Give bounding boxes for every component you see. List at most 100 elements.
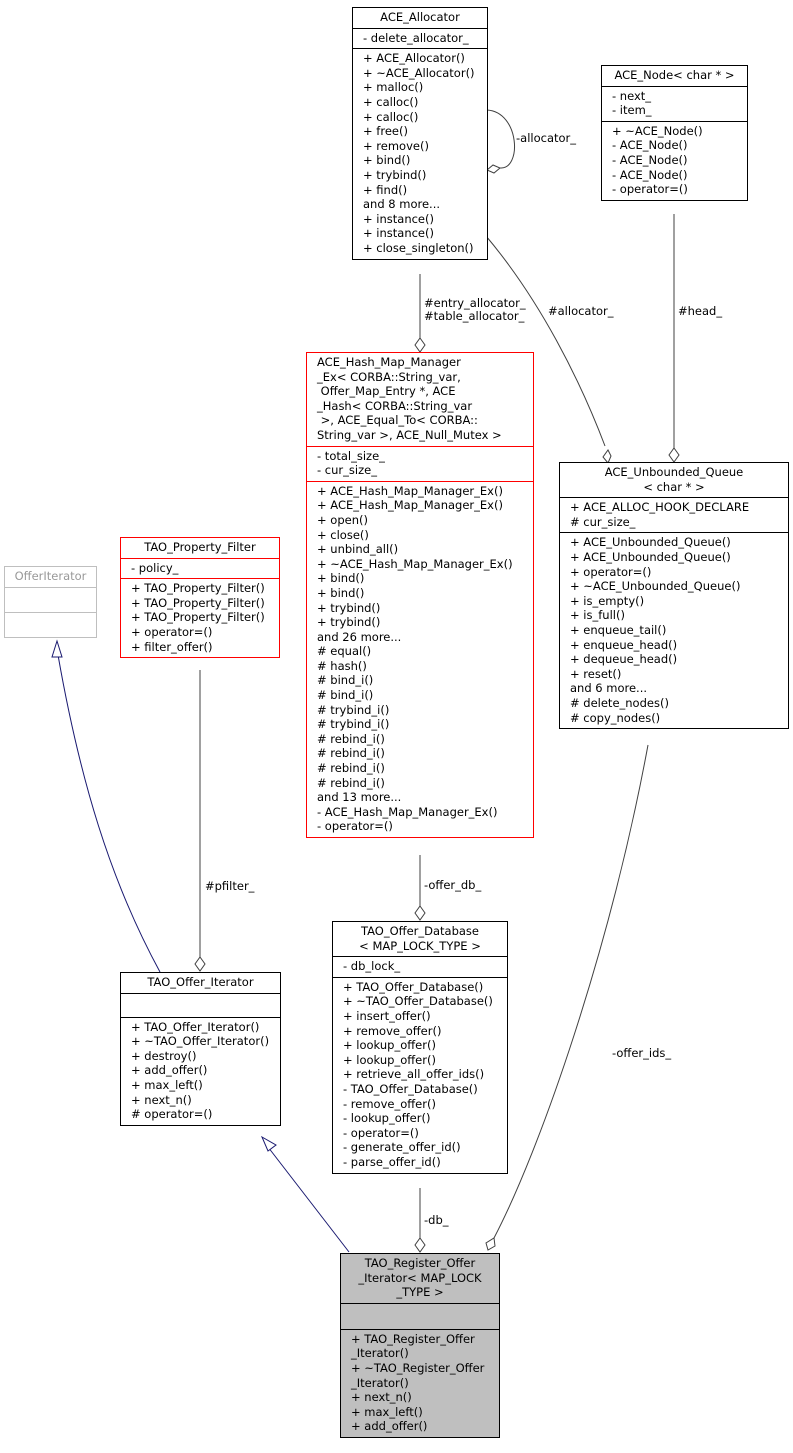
member-item[interactable]: - ACE_Hash_Map_Manager_Ex(): [317, 804, 498, 819]
member-item[interactable]: + enqueue_head(): [570, 637, 678, 652]
member-item[interactable]: + retrieve_all_offer_ids(): [343, 1067, 485, 1082]
member-item[interactable]: # copy_nodes(): [570, 710, 661, 725]
class-ace-unbounded-queue[interactable]: ACE_Unbounded_Queue < char * > + ACE_ALL…: [559, 462, 789, 730]
member-item[interactable]: - policy_: [131, 560, 179, 575]
member-item[interactable]: # cur_size_: [570, 514, 636, 529]
class-ace-node[interactable]: ACE_Node< char * > - next_- item_ + ~ACE…: [601, 65, 748, 201]
member-item[interactable]: + next_n(): [351, 1390, 412, 1405]
member-item[interactable]: + ACE_Unbounded_Queue(): [570, 549, 731, 564]
member-item[interactable]: + reset(): [570, 666, 622, 681]
member-item[interactable]: and 8 more...: [363, 197, 441, 212]
member-item[interactable]: + max_left(): [131, 1077, 203, 1092]
member-item[interactable]: + instance(): [363, 226, 434, 241]
member-item[interactable]: + ~TAO_Offer_Iterator(): [131, 1034, 270, 1049]
member-item[interactable]: + TAO_Property_Filter(): [131, 595, 265, 610]
member-item[interactable]: + filter_offer(): [131, 639, 213, 654]
member-item[interactable]: + TAO_Offer_Database(): [343, 979, 484, 994]
member-item[interactable]: + insert_offer(): [343, 1008, 431, 1023]
member-item[interactable]: + max_left(): [351, 1404, 423, 1419]
member-item[interactable]: + ACE_Hash_Map_Manager_Ex(): [317, 483, 503, 498]
member-item[interactable]: + ~ACE_Unbounded_Queue(): [570, 579, 741, 594]
member-item[interactable]: + lookup_offer(): [343, 1052, 436, 1067]
member-item[interactable]: + operator=(): [131, 624, 213, 639]
class-tao-register-offer-iterator[interactable]: TAO_Register_Offer _Iterator< MAP_LOCK _…: [340, 1253, 500, 1438]
member-item[interactable]: - operator=(): [317, 819, 393, 834]
member-item[interactable]: - operator=(): [343, 1125, 419, 1140]
member-item[interactable]: + is_full(): [570, 608, 625, 623]
member-item[interactable]: + operator=(): [570, 564, 652, 579]
member-item[interactable]: + lookup_offer(): [343, 1038, 436, 1053]
member-item[interactable]: # rebind_i(): [317, 746, 385, 761]
class-ace-allocator[interactable]: ACE_Allocator - delete_allocator_ + ACE_…: [352, 7, 488, 260]
member-item[interactable]: + ACE_Hash_Map_Manager_Ex(): [317, 498, 503, 513]
member-item[interactable]: - operator=(): [612, 182, 688, 197]
member-item[interactable]: + dequeue_head(): [570, 652, 678, 667]
member-item[interactable]: + is_empty(): [570, 593, 645, 608]
member-item[interactable]: + TAO_Property_Filter(): [131, 610, 265, 625]
member-item[interactable]: + calloc(): [363, 94, 419, 109]
member-item[interactable]: + trybind(): [317, 615, 381, 630]
member-item[interactable]: # delete_nodes(): [570, 695, 669, 710]
member-item[interactable]: - cur_size_: [317, 463, 377, 478]
member-item[interactable]: and 6 more...: [570, 681, 648, 696]
class-tao-property-filter[interactable]: TAO_Property_Filter - policy_ + TAO_Prop…: [120, 537, 280, 659]
class-tao-offer-database[interactable]: TAO_Offer_Database < MAP_LOCK_TYPE > - d…: [332, 921, 508, 1174]
member-item[interactable]: + next_n(): [131, 1092, 192, 1107]
member-item[interactable]: - db_lock_: [343, 959, 401, 974]
member-item[interactable]: + ~ACE_Hash_Map_Manager_Ex(): [317, 556, 513, 571]
member-item[interactable]: + destroy(): [131, 1048, 197, 1063]
member-item[interactable]: and 26 more...: [317, 629, 402, 644]
member-item[interactable]: + trybind(): [317, 600, 381, 615]
member-item[interactable]: - ACE_Node(): [612, 152, 688, 167]
member-item[interactable]: + close_singleton(): [363, 240, 474, 255]
member-item[interactable]: + free(): [363, 124, 408, 139]
member-item[interactable]: # bind_i(): [317, 688, 374, 703]
member-item[interactable]: - lookup_offer(): [343, 1111, 431, 1126]
member-item[interactable]: + TAO_Register_Offer _Iterator(): [351, 1331, 475, 1361]
member-item[interactable]: # rebind_i(): [317, 761, 385, 776]
member-item[interactable]: - ACE_Node(): [612, 138, 688, 153]
member-item[interactable]: # trybind_i(): [317, 702, 390, 717]
member-item[interactable]: # bind_i(): [317, 673, 374, 688]
member-item[interactable]: + enqueue_tail(): [570, 622, 667, 637]
member-item[interactable]: - item_: [612, 103, 652, 118]
member-item[interactable]: + find(): [363, 182, 408, 197]
member-item[interactable]: + ~ACE_Allocator(): [363, 65, 475, 80]
member-item[interactable]: + bind(): [317, 585, 365, 600]
member-item[interactable]: # rebind_i(): [317, 775, 385, 790]
member-item[interactable]: - parse_offer_id(): [343, 1154, 441, 1169]
member-item[interactable]: + ACE_ALLOC_HOOK_DECLARE: [570, 500, 750, 515]
member-item[interactable]: - remove_offer(): [343, 1096, 436, 1111]
member-item[interactable]: # hash(): [317, 658, 367, 673]
member-item[interactable]: + remove_offer(): [343, 1023, 442, 1038]
member-item[interactable]: # trybind_i(): [317, 717, 390, 732]
member-item[interactable]: # equal(): [317, 644, 372, 659]
member-item[interactable]: + add_offer(): [351, 1419, 428, 1434]
member-item[interactable]: + unbind_all(): [317, 542, 399, 557]
member-item[interactable]: - generate_offer_id(): [343, 1140, 461, 1155]
member-item[interactable]: + ~TAO_Register_Offer _Iterator(): [351, 1360, 485, 1390]
member-item[interactable]: + malloc(): [363, 80, 424, 95]
member-item[interactable]: + instance(): [363, 211, 434, 226]
member-item[interactable]: + TAO_Offer_Iterator(): [131, 1019, 260, 1034]
member-item[interactable]: + bind(): [317, 571, 365, 586]
member-item[interactable]: + remove(): [363, 138, 429, 153]
member-item[interactable]: + bind(): [363, 153, 411, 168]
class-offeriterator[interactable]: OfferIterator: [4, 566, 97, 638]
member-item[interactable]: + trybind(): [363, 167, 427, 182]
member-item[interactable]: + ACE_Unbounded_Queue(): [570, 535, 731, 550]
class-ace-hash-map-manager-ex[interactable]: ACE_Hash_Map_Manager _Ex< CORBA::String_…: [306, 352, 534, 838]
member-item[interactable]: + ~ACE_Node(): [612, 123, 703, 138]
member-item[interactable]: # rebind_i(): [317, 731, 385, 746]
member-item[interactable]: + close(): [317, 527, 369, 542]
member-item[interactable]: - TAO_Offer_Database(): [343, 1081, 478, 1096]
member-item[interactable]: and 13 more...: [317, 790, 402, 805]
member-item[interactable]: # operator=(): [131, 1107, 213, 1122]
member-item[interactable]: - delete_allocator_: [363, 30, 469, 45]
member-item[interactable]: + open(): [317, 512, 368, 527]
member-item[interactable]: + ACE_Allocator(): [363, 51, 465, 66]
member-item[interactable]: - ACE_Node(): [612, 167, 688, 182]
member-item[interactable]: + ~TAO_Offer_Database(): [343, 994, 493, 1009]
member-item[interactable]: + TAO_Property_Filter(): [131, 581, 265, 596]
member-item[interactable]: - next_: [612, 88, 652, 103]
